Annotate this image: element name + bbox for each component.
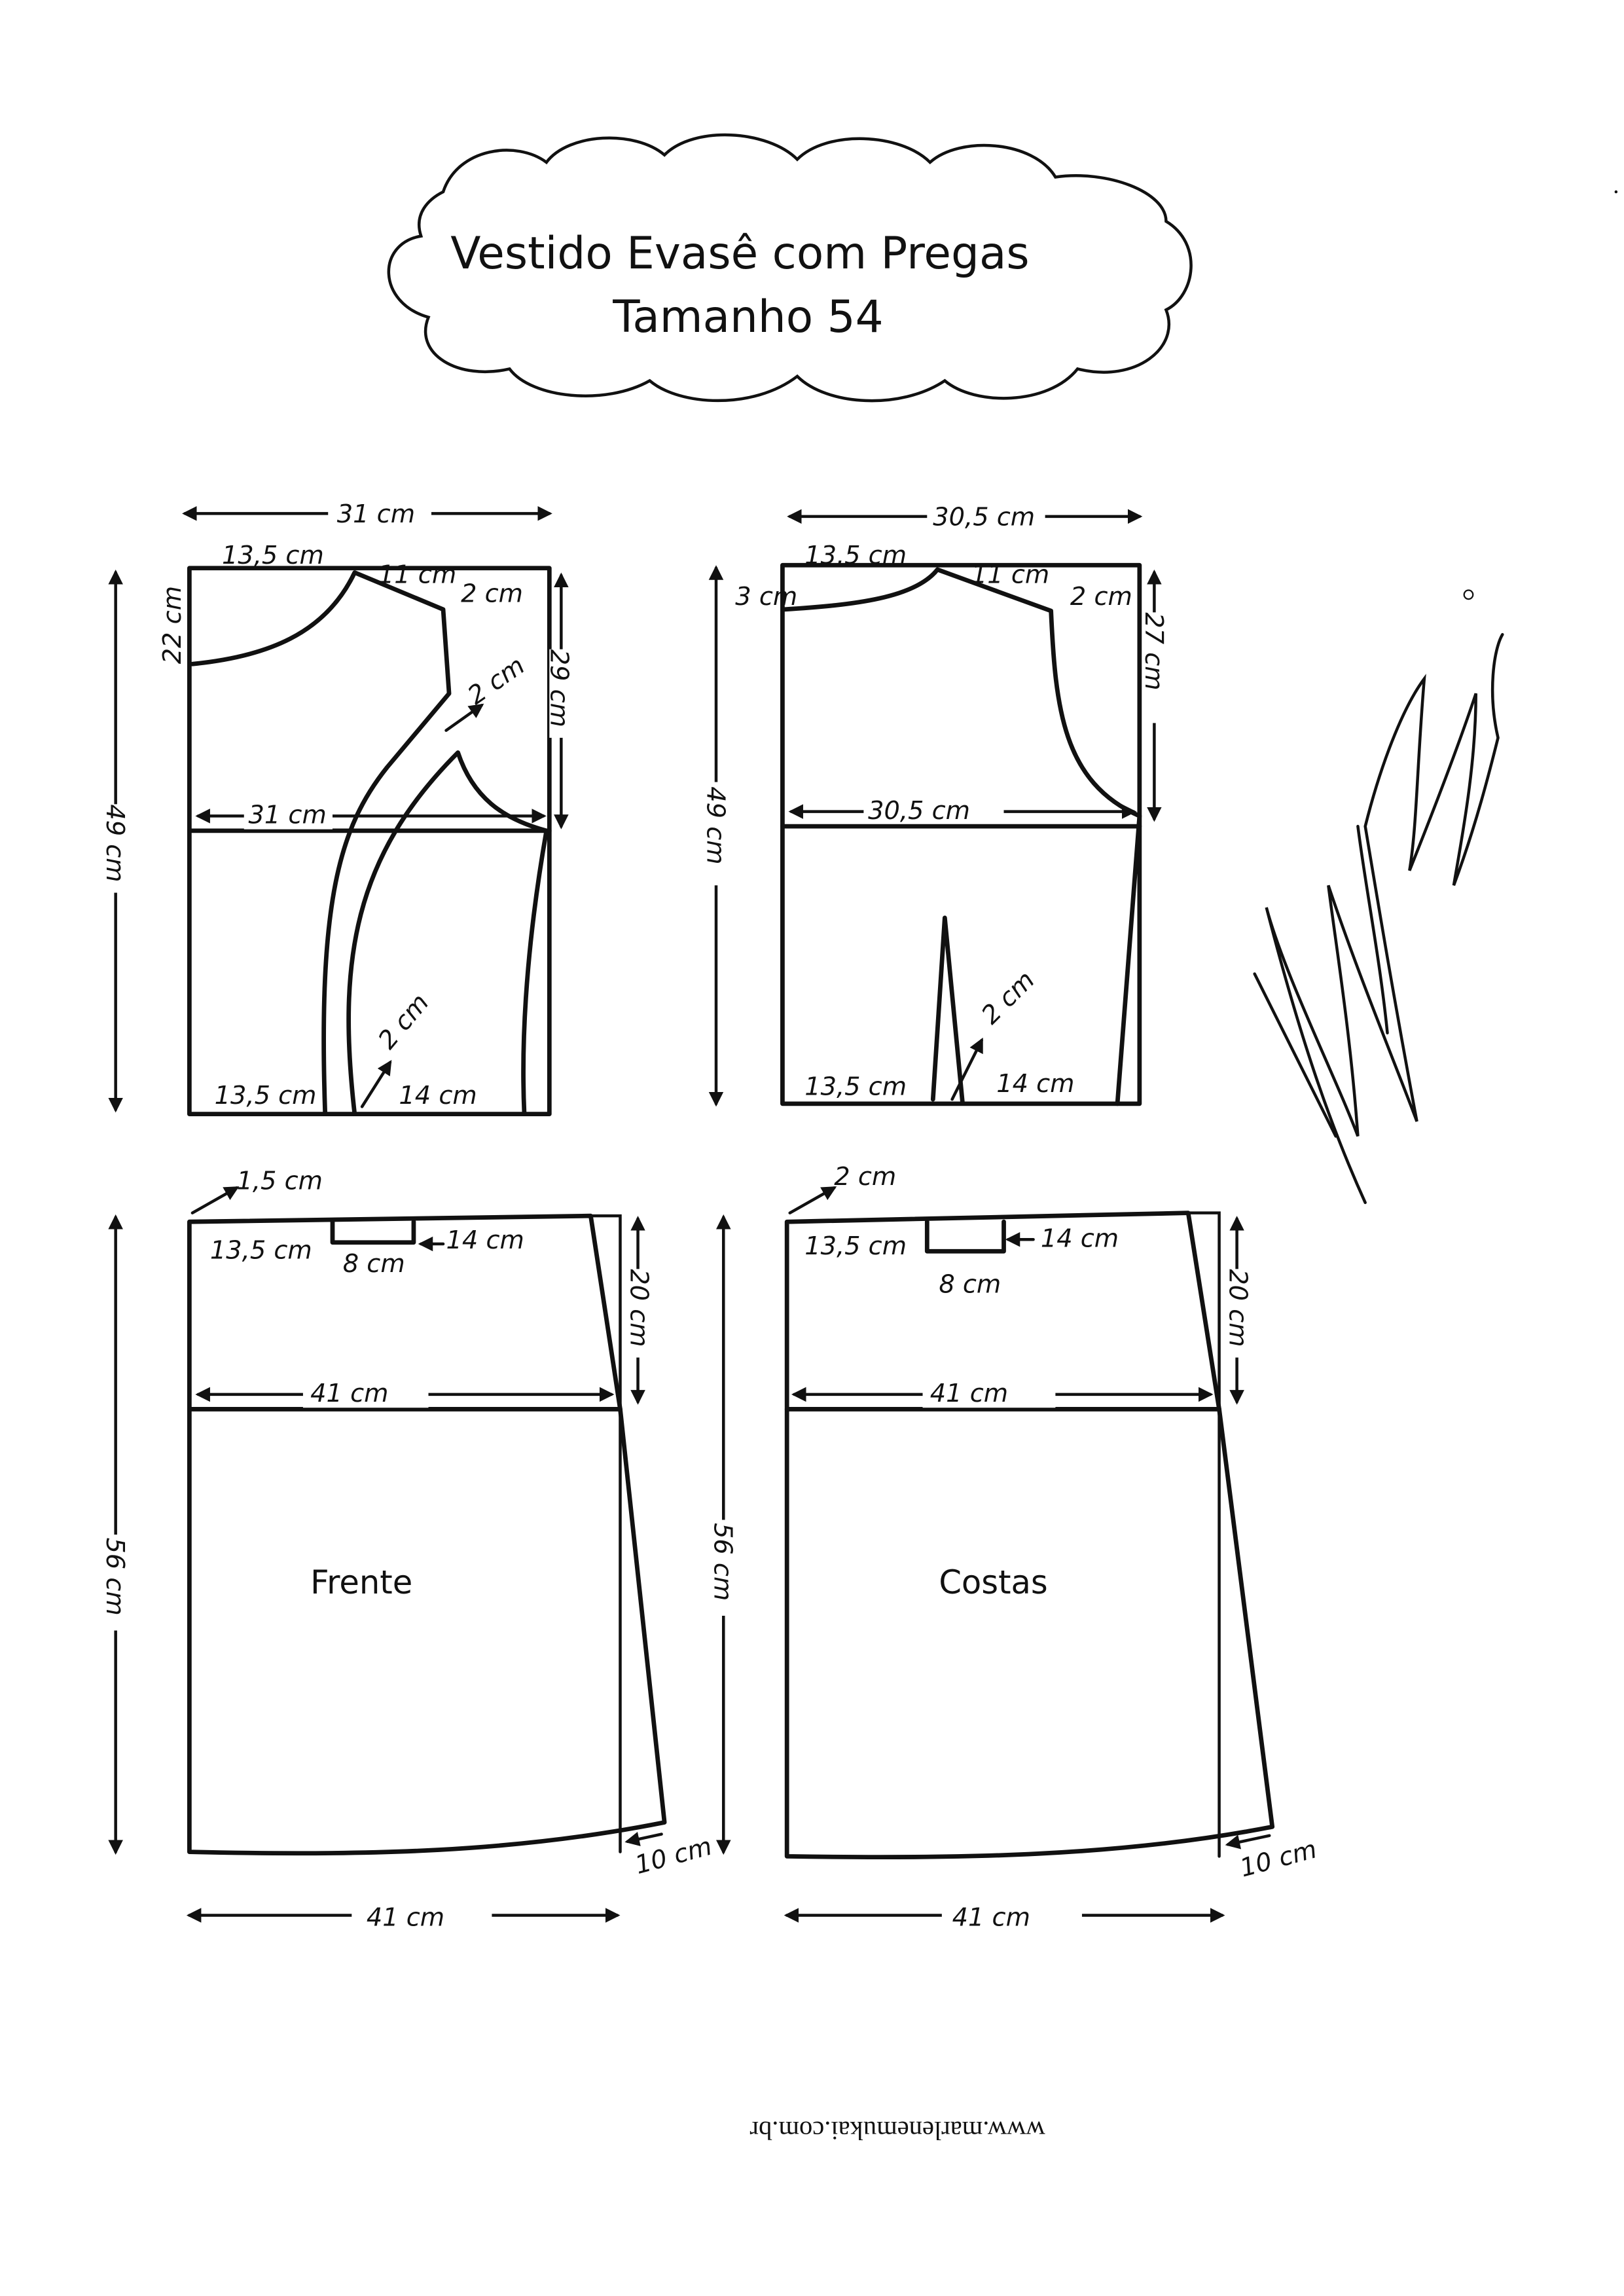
signature bbox=[1253, 632, 1504, 1205]
dim-bottom-left: 13,5 cm bbox=[215, 1081, 317, 1110]
dim-shoulder: 11 cm bbox=[378, 560, 456, 589]
signature-scribble bbox=[1265, 632, 1504, 1205]
dim-bottom-left: 13,5 cm bbox=[804, 1072, 907, 1101]
back-skirt-outline bbox=[784, 1211, 1275, 1860]
pleat-mark bbox=[924, 1219, 1006, 1254]
dimension-arrow bbox=[190, 1186, 240, 1214]
dim-waist-width: 30,5 cm bbox=[868, 796, 970, 826]
dim-neck-depth: 3 cm bbox=[735, 582, 797, 611]
cloud-outline bbox=[387, 133, 1193, 403]
back-dart bbox=[930, 915, 965, 1105]
dim-dart-offset: 2 cm bbox=[976, 966, 1041, 1030]
dim-shoulder-drop: 2 cm bbox=[461, 579, 523, 609]
dim-bottom-right: 14 cm bbox=[996, 1069, 1074, 1099]
dim-waist-width: 31 cm bbox=[249, 801, 327, 830]
dim-left: 13,5 cm bbox=[210, 1236, 312, 1266]
dim-neck-depth: 22 cm bbox=[158, 586, 187, 664]
dim-neck-width: 13,5 cm bbox=[804, 541, 907, 570]
dim-armhole-depth: 27 cm bbox=[1139, 612, 1168, 690]
pleat-mark bbox=[330, 1219, 416, 1245]
front-side-panel bbox=[346, 750, 549, 1117]
dimension-arrow bbox=[444, 703, 484, 732]
front-skirt: 1,5 cm 13,5 cm 8 cm 14 cm 20 cm 41 cm 56… bbox=[100, 1167, 715, 1935]
dim-dart-offset-bottom: 2 cm bbox=[372, 989, 435, 1055]
dim-left: 13,5 cm bbox=[804, 1231, 907, 1261]
dim-hem-flare: 10 cm bbox=[1237, 1834, 1320, 1883]
front-neck-armhole bbox=[190, 570, 452, 1117]
dim-width-top: 30,5 cm bbox=[933, 502, 1035, 532]
dim-pleat: 8 cm bbox=[343, 1249, 405, 1279]
dim-width-top: 31 cm bbox=[337, 500, 415, 529]
piece-label: Frente bbox=[310, 1563, 412, 1601]
dim-height: 56 cm bbox=[100, 1538, 130, 1616]
back-neck-armhole bbox=[782, 567, 1142, 1106]
dim-bottom-width: 41 cm bbox=[952, 1903, 1030, 1932]
dim-hip-width: 41 cm bbox=[930, 1379, 1008, 1408]
front-skirt-outline bbox=[187, 1213, 667, 1856]
dim-neck-width: 13,5 cm bbox=[222, 541, 324, 570]
dim-armhole-depth: 29 cm bbox=[545, 649, 574, 727]
front-skirt-frame bbox=[589, 1214, 622, 1853]
dim-shoulder-drop: 2 cm bbox=[1070, 582, 1132, 611]
dim-rise: 1,5 cm bbox=[236, 1167, 322, 1196]
title-cloud: Vestido Evasê com Pregas Tamanho 54 bbox=[387, 133, 1193, 403]
title-line-2: Tamanho 54 bbox=[612, 291, 883, 342]
back-bodice-frame bbox=[780, 562, 1142, 1106]
dim-hip-depth: 20 cm bbox=[1223, 1269, 1252, 1347]
dim-dart-offset-top: 2 cm bbox=[463, 651, 531, 710]
dimension-arrow bbox=[950, 1037, 983, 1101]
dim-right: 14 cm bbox=[1041, 1224, 1119, 1254]
dim-shoulder: 11 cm bbox=[971, 560, 1049, 589]
dim-rise: 2 cm bbox=[834, 1162, 896, 1192]
dimension-arrow bbox=[1225, 1834, 1271, 1850]
piece-label: Costas bbox=[939, 1563, 1047, 1601]
dim-hip-depth: 20 cm bbox=[624, 1269, 653, 1347]
footer-url: www.marlenemukai.com.br bbox=[749, 2116, 1045, 2145]
front-bodice-frame bbox=[187, 566, 552, 1117]
dim-pleat: 8 cm bbox=[939, 1269, 1001, 1299]
dim-height: 56 cm bbox=[708, 1523, 738, 1601]
dimension-arrow bbox=[624, 1831, 663, 1846]
dim-height: 49 cm bbox=[100, 804, 130, 882]
dim-bottom-right: 14 cm bbox=[399, 1081, 477, 1110]
dim-hip-width: 41 cm bbox=[310, 1379, 388, 1408]
dimension-arrow bbox=[360, 1059, 392, 1108]
dimension-arrow bbox=[788, 1186, 837, 1214]
title-line-1: Vestido Evasê com Pregas bbox=[450, 227, 1029, 279]
back-bodice: 30,5 cm 13,5 cm 11 cm 2 cm 3 cm 27 cm 30… bbox=[700, 498, 1169, 1107]
front-bodice: 31 cm 13,5 cm 11 cm 2 cm 22 cm 29 cm 2 c… bbox=[100, 494, 576, 1117]
dim-height: 49 cm bbox=[700, 786, 730, 864]
back-skirt-frame bbox=[1186, 1211, 1221, 1858]
dim-bottom-width: 41 cm bbox=[367, 1903, 444, 1932]
dim-right: 14 cm bbox=[446, 1226, 524, 1255]
back-skirt: 2 cm 13,5 cm 8 cm 14 cm 20 cm 41 cm 56 c… bbox=[708, 1162, 1320, 1935]
